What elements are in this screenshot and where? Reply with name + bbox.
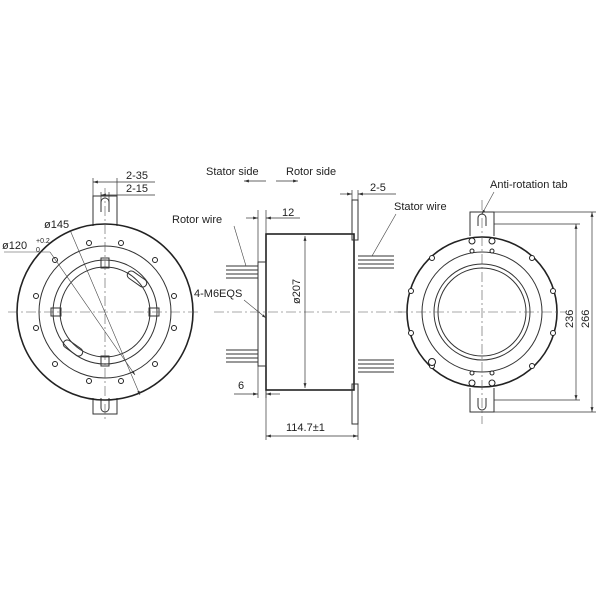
flange-hole: [152, 257, 158, 263]
flange-hole: [118, 240, 124, 246]
stator-flange-top: [351, 199, 359, 241]
upper-right-slot: [126, 270, 148, 288]
flange-hole: [118, 378, 124, 384]
flange-hole: [171, 325, 177, 331]
dim-12-label: 12: [282, 207, 294, 219]
lower-left-slot: [62, 339, 84, 357]
anti-rotation-tab-label: Anti-rotation tab: [490, 179, 568, 191]
stator-wire-bundle-top: [358, 255, 394, 269]
side-view: Stator side Rotor side: [172, 166, 447, 440]
rear-hole: [550, 330, 556, 336]
dim-2-5-label: 2-5: [370, 182, 386, 194]
dim-6-label: 6: [238, 380, 244, 392]
dim-120-tol-upper: +0.2: [36, 238, 50, 245]
tab-screw: [469, 248, 475, 254]
tab-screw: [488, 379, 496, 387]
flange-hole: [86, 240, 92, 246]
rear-hole: [408, 288, 414, 294]
rear-hole: [529, 255, 535, 261]
flange-hole: [171, 293, 177, 299]
dim-266-label: 266: [580, 310, 592, 328]
rotor-wire-bundle-top: [226, 265, 258, 279]
screw-leader: [243, 299, 267, 319]
rear-hole: [428, 358, 436, 366]
flange-hole: [33, 325, 39, 331]
dim-length-label: 114.7±1: [286, 422, 325, 434]
tab-screw: [489, 370, 495, 376]
bottom-anti-rotation-slot: [477, 398, 487, 411]
tab-screw: [468, 237, 476, 245]
rear-hole: [550, 288, 556, 294]
tab-screw: [488, 237, 496, 245]
dia-120-leader: [49, 251, 136, 376]
flange-hole: [33, 293, 39, 299]
dim-236-label: 236: [564, 310, 576, 328]
flange-hole: [52, 361, 58, 367]
stator-side-label: Stator side: [206, 166, 259, 178]
rear-view-right: Anti-rotation tab 236 266: [398, 179, 596, 424]
stator-wire-label: Stator wire: [394, 201, 447, 213]
rotor-hub: [257, 261, 267, 367]
stator-wire-leader: [371, 213, 397, 257]
front-view-left: 2-35 2-15 ø145 ø120 +0.2 0: [2, 170, 200, 422]
tab-screw: [468, 379, 476, 387]
rear-hole: [408, 330, 414, 336]
dia-145-leader: [69, 229, 141, 396]
flange-hole: [152, 361, 158, 367]
screw-label: 4-M6EQS: [194, 288, 242, 300]
dim-207-label: ø207: [291, 279, 303, 304]
stator-wire-bundle-bottom: [358, 359, 394, 373]
tab-screw: [489, 248, 495, 254]
dim-120-label: ø120: [2, 240, 27, 252]
anti-rotation-leader: [481, 191, 495, 215]
stator-flange-bottom: [351, 383, 359, 425]
tab-screw: [469, 370, 475, 376]
rotor-side-label: Rotor side: [286, 166, 336, 178]
rotor-wire-leader: [233, 225, 247, 267]
dim-2-15-label: 2-15: [126, 183, 148, 195]
flange-hole: [86, 378, 92, 384]
rear-hole: [429, 255, 435, 261]
rotor-wire-label: Rotor wire: [172, 214, 222, 226]
rotor-wire-bundle-bottom: [226, 349, 258, 363]
dim-145-label: ø145: [44, 219, 69, 231]
dim-2-35-label: 2-35: [126, 170, 148, 182]
dim-120-tol-lower: 0: [36, 247, 40, 254]
rear-hole: [529, 363, 535, 369]
